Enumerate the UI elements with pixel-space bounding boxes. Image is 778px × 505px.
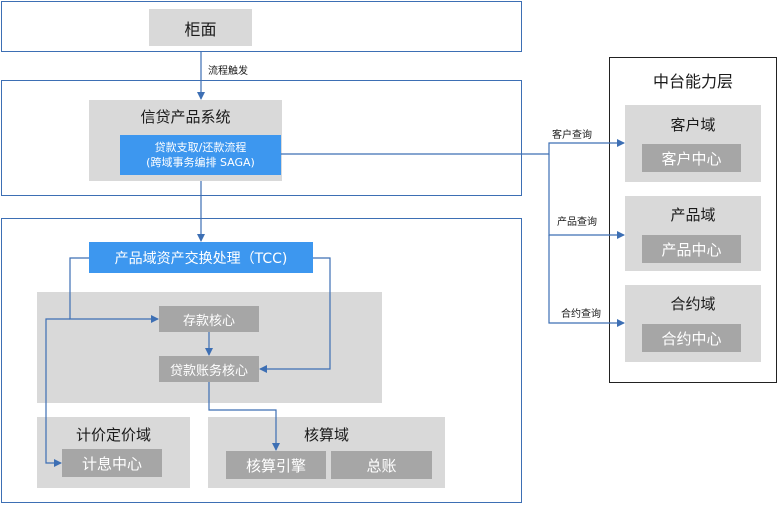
- product-query-label: 产品查询: [557, 217, 597, 228]
- arrow-loan-to-engine: [208, 382, 280, 451]
- saga-process-line2: (跨域事务编排 SAGA): [146, 156, 255, 169]
- saga-process-box: 贷款支取/还款流程 (跨域事务编排 SAGA): [120, 135, 281, 175]
- arrow-to-interest-center: [45, 318, 70, 467]
- customer-domain-title: 客户域: [670, 116, 716, 134]
- general-ledger-label: 总账: [366, 456, 397, 475]
- loan-core-label: 贷款账务核心: [169, 363, 248, 379]
- deposit-core-label: 存款核心: [182, 313, 235, 329]
- counter-label: 柜面: [184, 19, 217, 39]
- credit-system-frame: [1, 80, 522, 196]
- saga-process-line1: 贷款支取/还款流程: [154, 141, 247, 154]
- counter-box: 柜面: [149, 9, 252, 46]
- contract-center-box: 合约中心: [642, 324, 741, 352]
- product-center-box: 产品中心: [642, 235, 741, 263]
- contract-center-label: 合约中心: [661, 329, 722, 348]
- accounting-engine-box: 核算引擎: [226, 451, 326, 479]
- arrow-saga-to-product: [548, 154, 625, 239]
- customer-center-box: 客户中心: [642, 144, 741, 172]
- product-center-label: 产品中心: [661, 240, 722, 259]
- tcc-box: 产品域资产交换处理（TCC): [89, 242, 313, 273]
- customer-center-label: 客户中心: [661, 149, 722, 168]
- pricing-domain-title: 计价定价域: [75, 426, 151, 444]
- product-domain-title: 产品域: [670, 206, 716, 224]
- contract-domain-title: 合约域: [670, 295, 716, 313]
- product-domain-frame: [1, 218, 522, 503]
- arrow-saga-to-customer: [281, 139, 625, 155]
- customer-query-label: 客户查询: [552, 130, 592, 141]
- credit-system-title: 信贷产品系统: [140, 108, 231, 126]
- interest-center-box: 计息中心: [62, 449, 162, 477]
- general-ledger-box: 总账: [331, 451, 432, 479]
- accounting-engine-label: 核算引擎: [245, 456, 306, 475]
- loan-core-box: 贷款账务核心: [159, 356, 259, 382]
- deposit-core-box: 存款核心: [159, 306, 259, 332]
- arrow-saga-to-contract: [548, 235, 625, 327]
- accounting-domain-title: 核算域: [303, 426, 349, 444]
- flow-trigger-label: 流程触发: [208, 66, 248, 77]
- middle-platform-frame: [609, 57, 777, 383]
- tcc-label: 产品域资产交换处理（TCC): [114, 250, 288, 267]
- counter-frame: [1, 1, 522, 52]
- arrow-tcc-to-deposit: [69, 257, 159, 323]
- contract-query-label: 合约查询: [561, 309, 601, 320]
- interest-center-label: 计息中心: [81, 454, 142, 473]
- middle-platform-title: 中台能力层: [652, 72, 733, 91]
- arrow-tcc-to-loan: [259, 257, 331, 373]
